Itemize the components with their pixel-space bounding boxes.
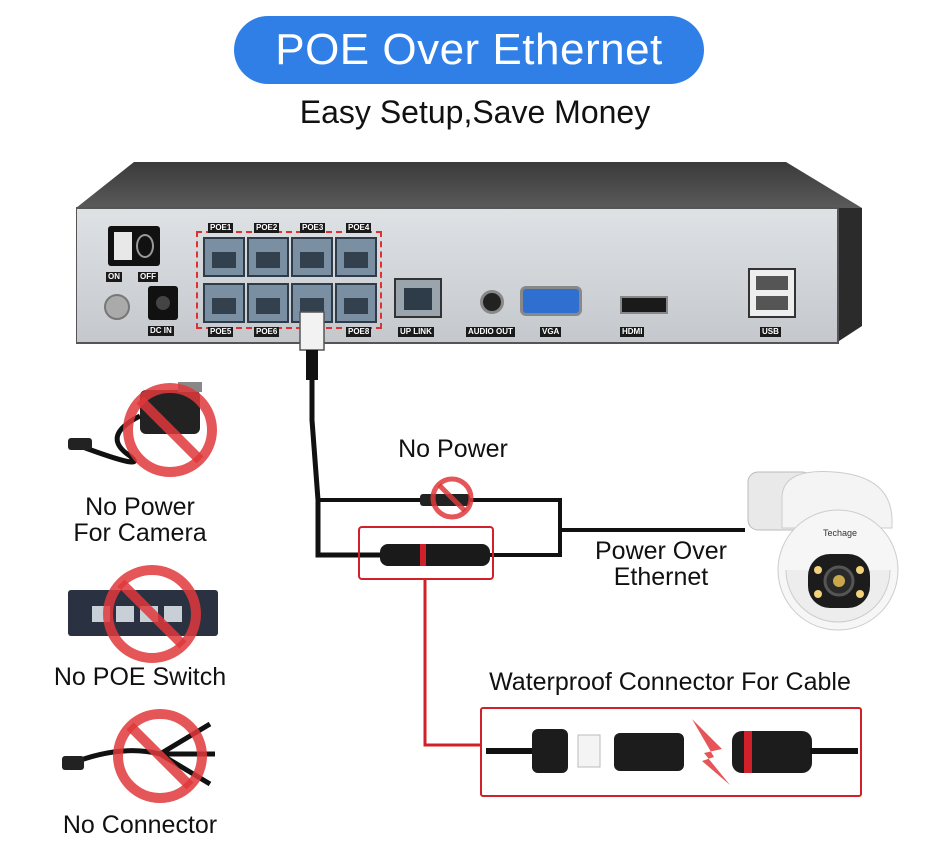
ptz-camera: Techage [747, 471, 899, 631]
switch-off-label: OFF [138, 272, 158, 282]
dc-in-label: DC IN [148, 326, 174, 336]
waterproof-connector-icon [486, 719, 858, 785]
waterproof-label: Waterproof Connector For Cable [489, 668, 851, 696]
no-power-for-camera-label: No Power For Camera [73, 493, 207, 547]
poe3-label: POE3 [300, 223, 326, 233]
no-switch-graphic [68, 565, 218, 663]
no-connector-graphic [62, 709, 215, 803]
hdmi-port[interactable] [620, 296, 668, 314]
page-title: POE Over Ethernet [234, 16, 704, 84]
power-switch[interactable] [108, 226, 160, 266]
uplink-port[interactable] [394, 278, 442, 318]
poe-ports-highlight [196, 231, 382, 329]
vga-label: VGA [540, 327, 562, 337]
poe6-label: POE6 [254, 327, 280, 337]
no-adapter-graphic [68, 382, 217, 477]
audio-out-label: AUDIO OUT [466, 327, 515, 337]
uplink-label: UP LINK [398, 327, 434, 337]
usb-ports[interactable] [748, 268, 796, 318]
audio-out-port[interactable] [480, 290, 504, 314]
poe-ports [203, 237, 377, 323]
camera-brand: Techage [823, 528, 857, 538]
poe4-label: POE4 [346, 223, 372, 233]
no-power-label: No Power [398, 435, 508, 463]
hdmi-label: HDMI [620, 327, 645, 337]
poe8-label: POE8 [346, 327, 372, 337]
no-poe-switch-label: No POE Switch [53, 663, 227, 691]
page-subtitle: Easy Setup,Save Money [299, 94, 651, 130]
no-connector-label: No Connector [62, 811, 218, 839]
dc-in-port[interactable] [148, 286, 178, 320]
poe5-label: POE5 [208, 327, 234, 337]
ground-screw [104, 294, 130, 320]
poe1-label: POE1 [208, 223, 234, 233]
switch-on-label: ON [106, 272, 122, 282]
power-over-ethernet-label: Power Over Ethernet [595, 537, 727, 591]
usb-label: USB [760, 327, 781, 337]
connector-highlight-box [358, 526, 494, 580]
no-power-forbidden-icon [430, 476, 474, 520]
poe2-label: POE2 [254, 223, 280, 233]
waterproof-connector-box [480, 707, 862, 797]
vga-port[interactable] [520, 286, 582, 316]
